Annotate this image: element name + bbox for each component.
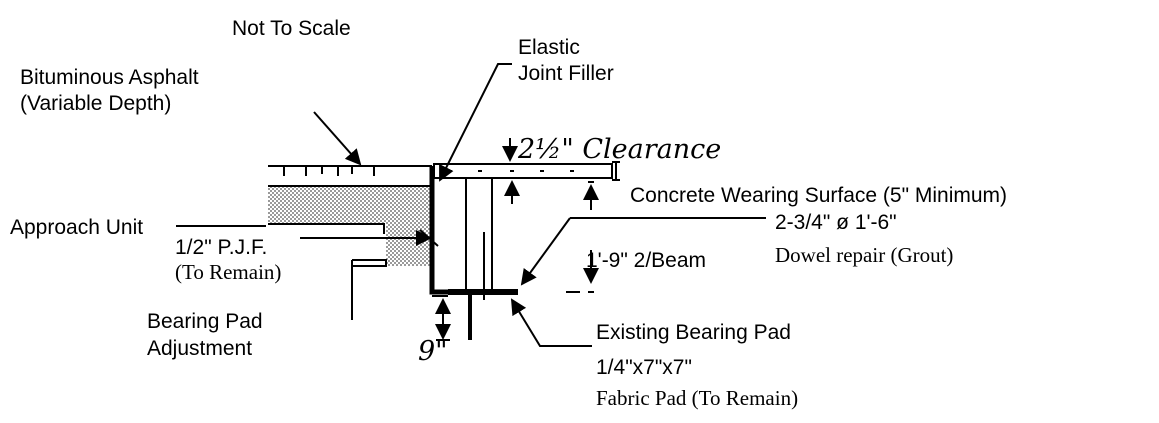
existing-pad-leader bbox=[510, 298, 592, 347]
nine-inch-dimension-label: 9" bbox=[418, 336, 448, 367]
approach-unit-hatch bbox=[268, 186, 432, 266]
asphalt-leader bbox=[313, 111, 362, 166]
scale-note: Not To Scale bbox=[232, 17, 351, 40]
existing-pad-label-line2: 1/4"x7"x7" bbox=[596, 356, 692, 379]
approach-unit-label: Approach Unit bbox=[10, 216, 143, 239]
dowel-label-line1: 2-3/4" ø 1'-6" bbox=[775, 211, 897, 234]
wearing-surface-label: Concrete Wearing Surface (5" Minimum) bbox=[630, 184, 1007, 207]
joint-filler-label-line2: Joint Filler bbox=[518, 62, 614, 85]
nine-inch-dimension bbox=[435, 298, 451, 341]
asphalt-label-line2: (Variable Depth) bbox=[20, 92, 171, 115]
bearing-adjustment-label-line1: Bearing Pad bbox=[147, 310, 263, 333]
beam-height-label: 1'-9" 2/Beam bbox=[586, 249, 706, 272]
wearing-surface-slab bbox=[433, 161, 620, 181]
bearing-adjustment-label-line2: Adjustment bbox=[147, 337, 252, 360]
existing-pad-label-line1: Existing Bearing Pad bbox=[596, 321, 791, 344]
existing-bearing-pad bbox=[448, 289, 518, 295]
dowel-leader-diagonal bbox=[520, 217, 571, 286]
clearance-label: 2½" Clearance bbox=[517, 134, 721, 165]
joint-filler-label-line1: Elastic bbox=[518, 36, 580, 59]
beam-outline bbox=[429, 166, 478, 295]
asphalt-label-line1: Bituminous Asphalt bbox=[20, 66, 199, 89]
pjf-label-line2: (To Remain) bbox=[175, 260, 281, 284]
joint-filler-leader bbox=[439, 63, 512, 182]
pjf-cross-mark bbox=[419, 229, 439, 247]
dowel-label-line2: Dowel repair (Grout) bbox=[775, 243, 953, 267]
pjf-label-line1: 1/2" P.J.F. bbox=[175, 236, 267, 259]
asphalt-layer bbox=[268, 165, 432, 187]
existing-pad-label-line3: Fabric Pad (To Remain) bbox=[596, 386, 798, 410]
beam-height-dimension bbox=[566, 181, 599, 293]
